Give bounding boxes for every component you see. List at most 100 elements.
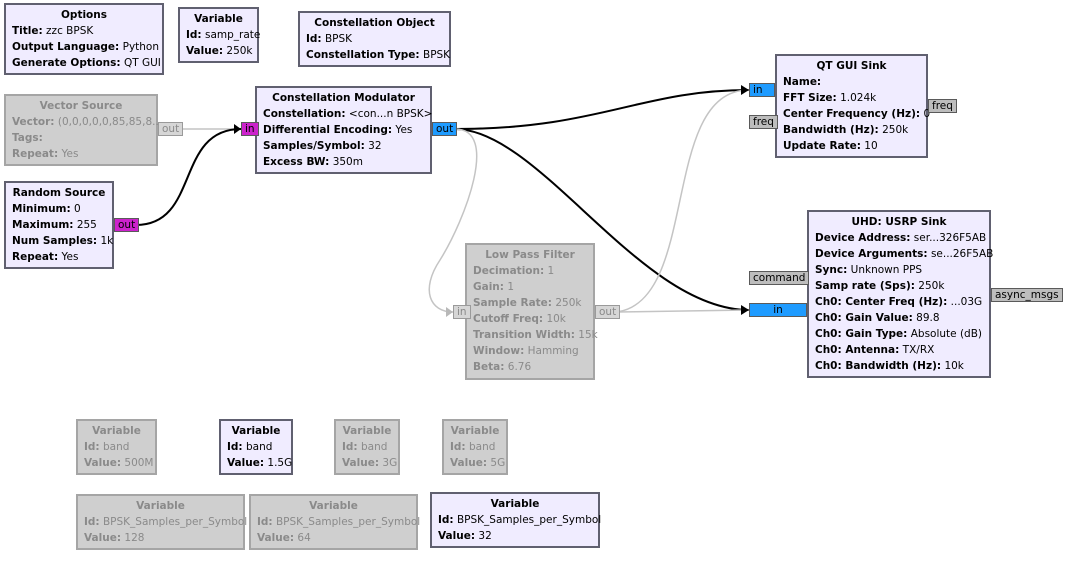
- param-label: Beta:: [473, 361, 505, 373]
- block-param-row: Ch0: Antenna: TX/RX: [815, 342, 983, 358]
- param-value: 128: [124, 532, 145, 544]
- block-param-row: Sample Rate: 250k: [473, 295, 587, 311]
- param-value: 64: [297, 532, 311, 544]
- block-param-row: Value: 32: [438, 528, 592, 544]
- param-label: Device Address:: [815, 232, 911, 244]
- param-value: (0,0,0,0,0,85,85,8...: [57, 116, 163, 128]
- block-param-row: Value: 500M: [84, 455, 154, 471]
- param-label: Decimation:: [473, 265, 545, 277]
- qt-sink-in-port[interactable]: in: [749, 83, 775, 97]
- param-value: ser...326F5AB: [913, 232, 987, 244]
- param-value: 250k: [882, 124, 909, 136]
- wire-lpf-to-usrp[interactable]: [616, 309, 750, 313]
- block-param-row: Output Language: Python: [12, 39, 159, 55]
- block-param-row: Value: 3G: [342, 455, 397, 471]
- param-label: Title:: [12, 25, 43, 37]
- block-param-row: Id: band: [227, 439, 285, 455]
- lpf-in-port[interactable]: in: [453, 305, 471, 319]
- param-value: <con...n BPSK>: [348, 108, 433, 120]
- wire-lpf-to-qt[interactable]: [616, 89, 750, 313]
- block-param-row: Repeat: Yes: [12, 249, 106, 265]
- block-param-row: Value: 1.5G: [227, 455, 292, 471]
- block-param-row: Num Samples: 1k: [12, 233, 113, 249]
- block-title: Low Pass Filter: [485, 249, 575, 261]
- block-param-row: Beta: 6.76: [473, 359, 587, 375]
- param-label: Differential Encoding:: [263, 124, 393, 136]
- param-label: Transition Width:: [473, 329, 575, 341]
- block-title: Options: [61, 9, 107, 21]
- param-value: band: [468, 441, 496, 453]
- param-value: zzc BPSK: [46, 25, 94, 37]
- param-label: Name:: [783, 76, 822, 88]
- param-value: 1.024k: [840, 92, 877, 104]
- param-value: QT GUI: [123, 57, 161, 69]
- modulator-out-port[interactable]: out: [432, 122, 458, 136]
- block-param-row: Value: 128: [84, 530, 237, 546]
- wire-mod-to-usrp[interactable]: [454, 128, 750, 311]
- param-label: Ch0: Antenna:: [815, 344, 900, 356]
- block-param-row: Constellation: <con...n BPSK>: [263, 106, 432, 122]
- block-param-row: Bandwidth (Hz): 250k: [783, 122, 920, 138]
- wire-random-to-mod[interactable]: [135, 128, 242, 226]
- param-label: Generate Options:: [12, 57, 121, 69]
- param-label: Maximum:: [12, 219, 74, 231]
- param-label: Vector:: [12, 116, 55, 128]
- qt-sink-freq-in-port[interactable]: freq: [749, 115, 778, 129]
- param-value: 1: [507, 281, 515, 293]
- block-title: UHD: USRP Sink: [851, 216, 947, 228]
- random-source-out-port[interactable]: out: [114, 218, 140, 232]
- param-label: Value:: [438, 530, 476, 542]
- block-param-row: Value: 5G: [450, 455, 505, 471]
- param-value: Yes: [395, 124, 413, 136]
- block-param-row: Differential Encoding: Yes: [263, 122, 424, 138]
- block-title: Variable: [490, 498, 540, 510]
- usrp-in-port[interactable]: in: [749, 303, 807, 317]
- usrp-async-msgs-port[interactable]: async_msgs: [991, 288, 1063, 302]
- param-label: Id:: [450, 441, 466, 453]
- block-param-row: Ch0: Center Freq (Hz): ...03G: [815, 294, 983, 310]
- qt-sink-freq-out-port[interactable]: freq: [928, 99, 957, 113]
- param-label: Id:: [438, 514, 454, 526]
- param-value: se...26F5AB: [930, 248, 994, 260]
- param-label: Samples/Symbol:: [263, 140, 365, 152]
- usrp-command-port[interactable]: command: [749, 271, 810, 285]
- lpf-out-port[interactable]: out: [595, 305, 621, 319]
- block-param-row: Id: band: [342, 439, 392, 455]
- param-value: Yes: [61, 251, 79, 263]
- wire-mod-to-lpf[interactable]: [428, 128, 478, 313]
- block-param-row: Gain: 1: [473, 279, 587, 295]
- block-title: Variable: [309, 500, 358, 512]
- block-param-row: Samp rate (Sps): 250k: [815, 278, 983, 294]
- param-label: FFT Size:: [783, 92, 837, 104]
- param-label: Constellation:: [263, 108, 346, 120]
- param-label: Cutoff Freq:: [473, 313, 544, 325]
- param-value: 250k: [918, 280, 945, 292]
- modulator-in-port[interactable]: in: [241, 122, 259, 136]
- wire-mod-to-qt[interactable]: [454, 89, 750, 130]
- param-label: Samp rate (Sps):: [815, 280, 915, 292]
- block-param-row: Center Frequency (Hz): 0: [783, 106, 930, 122]
- param-value: BPSK_Samples_per_Symbol: [456, 514, 602, 526]
- block-param-row: Value: 250k: [186, 43, 253, 59]
- block-title: Variable: [450, 425, 500, 437]
- param-value: 1.5G: [267, 457, 293, 469]
- vector-source-out-port[interactable]: out: [158, 122, 184, 136]
- block-param-row: Title: zzc BPSK: [12, 23, 156, 39]
- block-param-row: Maximum: 255: [12, 217, 106, 233]
